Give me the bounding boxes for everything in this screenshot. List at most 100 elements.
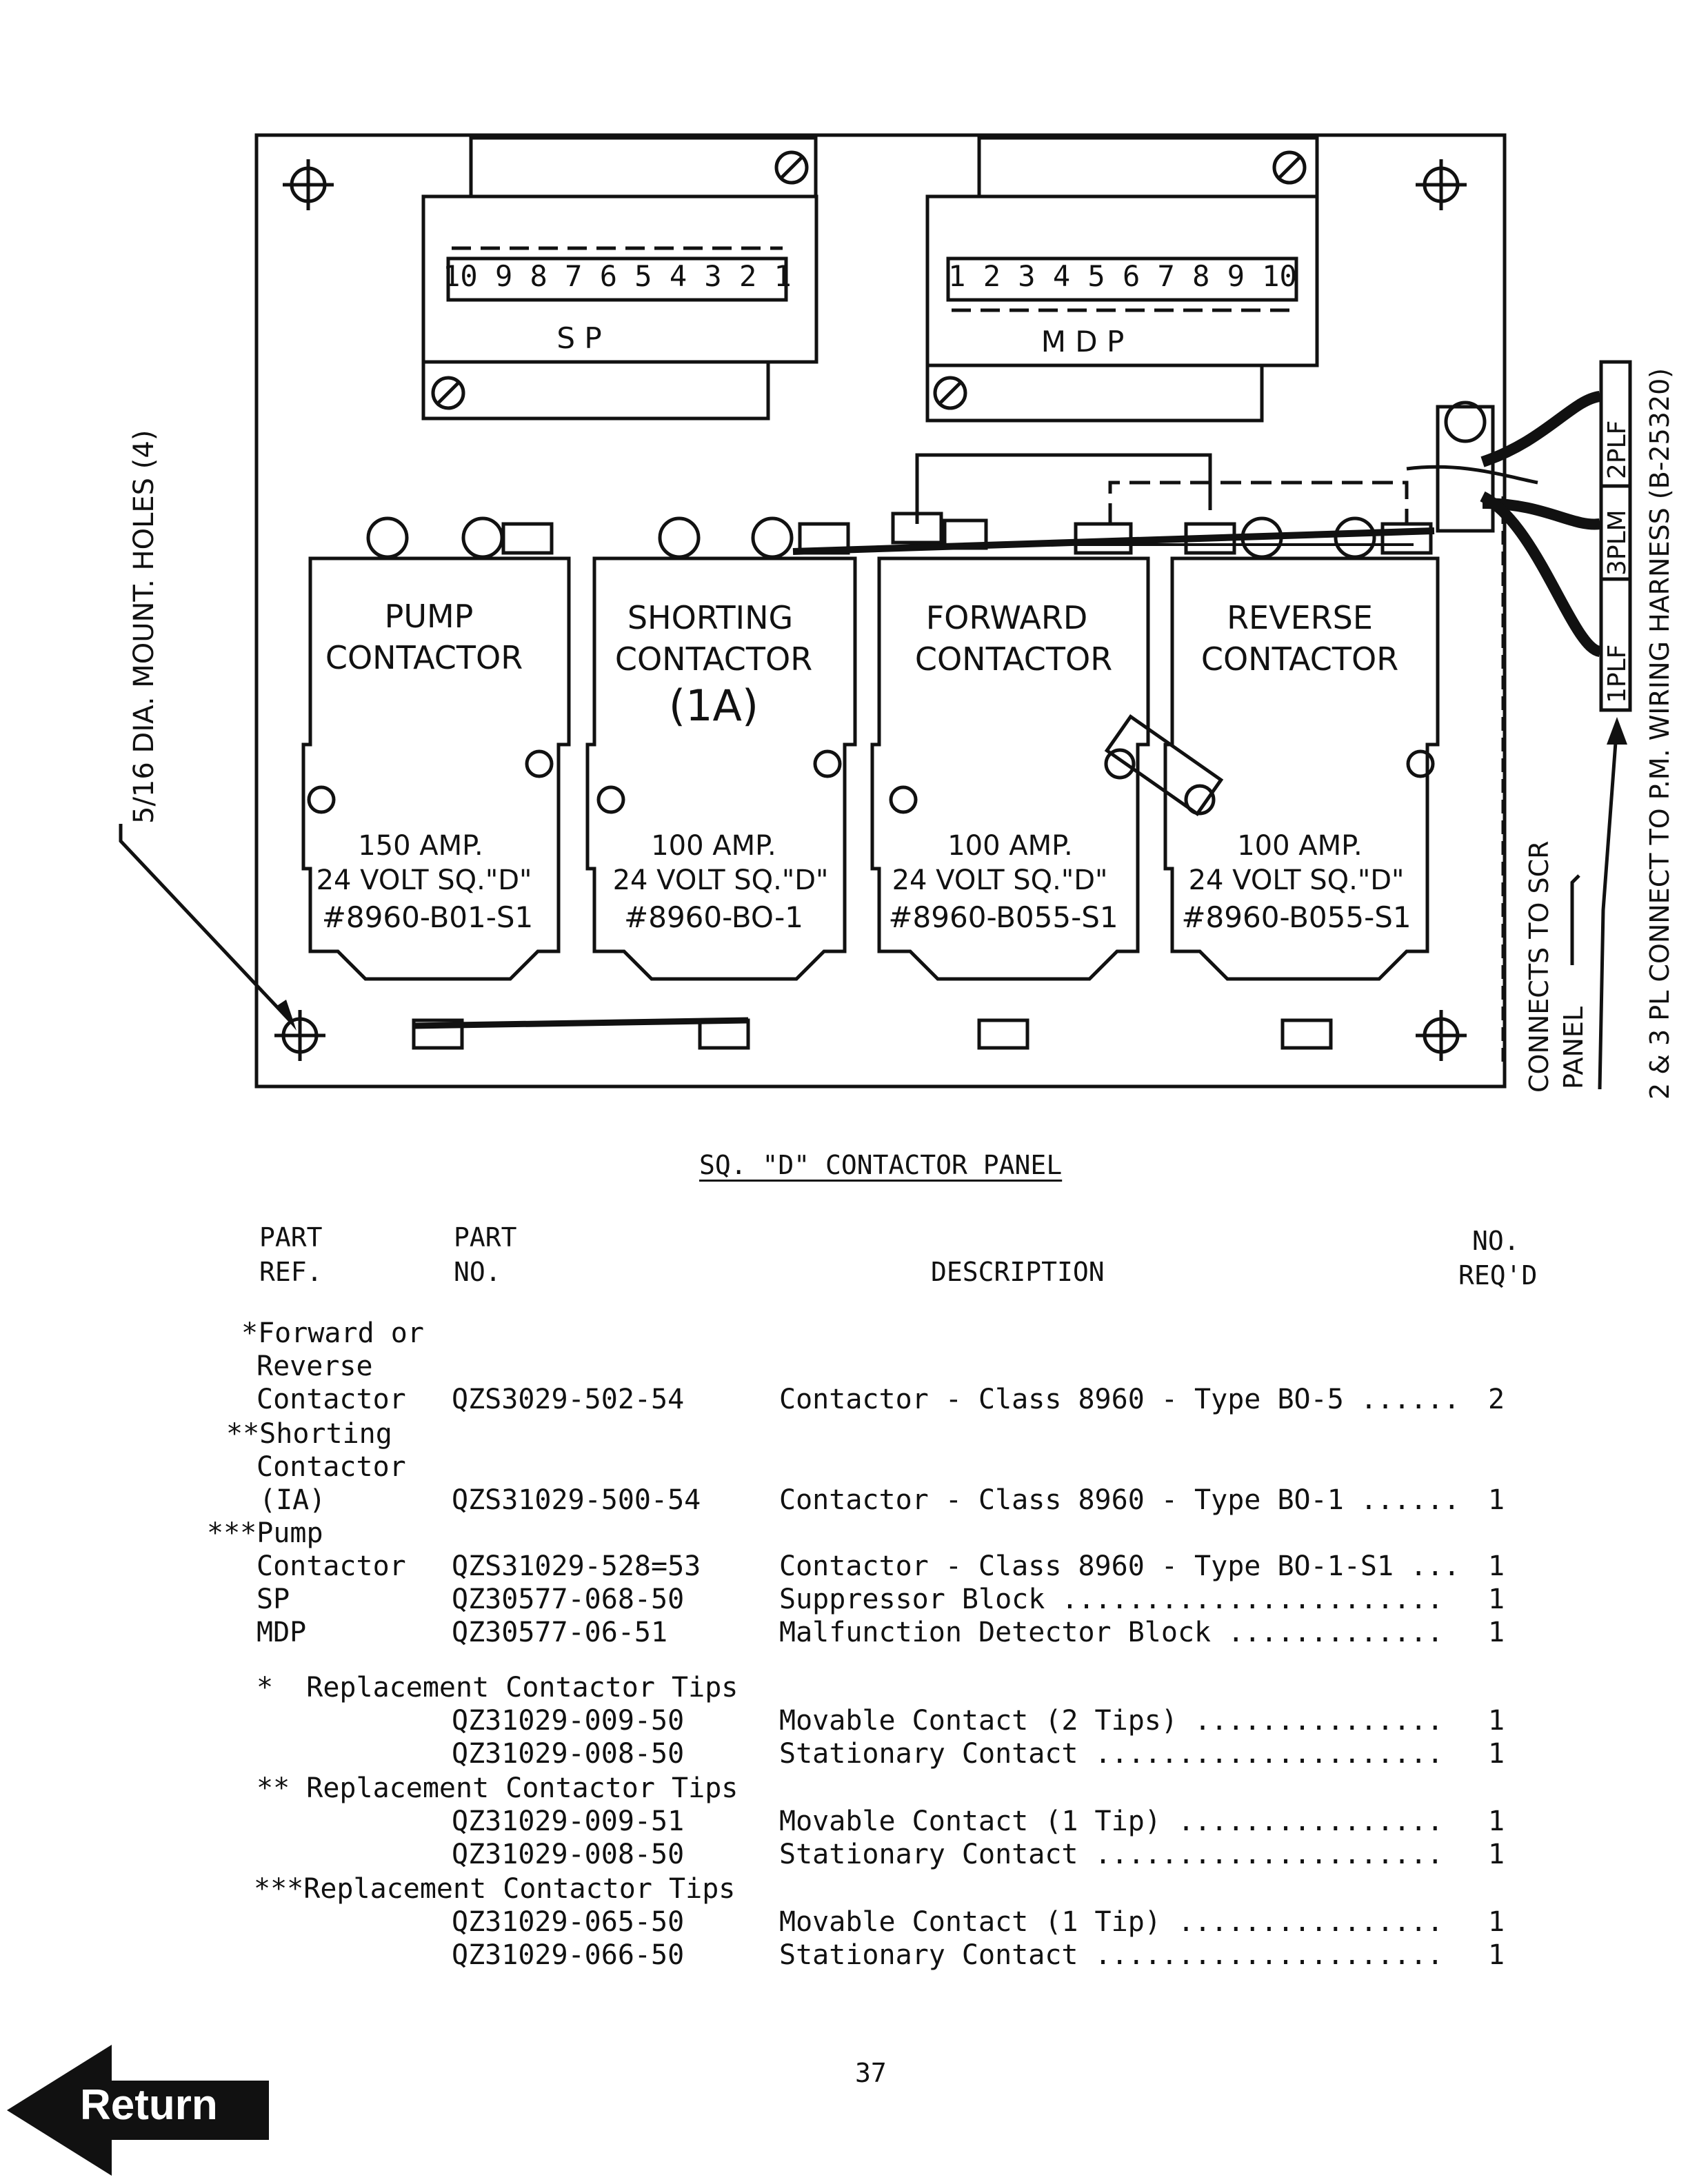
quantity-cell: 1 bbox=[1488, 1939, 1505, 1971]
pump-contactor-amp: 150 AMP. bbox=[358, 830, 483, 862]
return-arrow-icon bbox=[7, 2045, 269, 2176]
part-no-cell: QZ31029-009-50 bbox=[452, 1705, 685, 1737]
reverse-contactor-name-1: REVERSE bbox=[1227, 599, 1373, 636]
part-no-cell: QZS3029-502-54 bbox=[452, 1384, 685, 1415]
part-no-cell: QZ31029-009-51 bbox=[452, 1806, 685, 1837]
pump-contactor-volt: 24 VOLT SQ."D" bbox=[316, 865, 532, 896]
header-part-ref-line-1: PART bbox=[259, 1222, 323, 1253]
shorting-contactor-name-1: SHORTING bbox=[627, 599, 793, 636]
scr-note-line-1: CONNECTS TO SCR bbox=[1524, 840, 1554, 1093]
header-part-no-line-1: PART bbox=[454, 1222, 517, 1253]
contactor-panel-diagram: 10 9 8 7 6 5 4 3 2 1 S P 1 2 3 4 5 6 7 8… bbox=[119, 133, 1675, 1100]
panel-outline bbox=[254, 133, 1507, 1089]
description-cell: Stationary Contact ..................... bbox=[779, 1738, 1444, 1770]
reverse-contactor-name-2: CONTACTOR bbox=[1201, 640, 1398, 678]
forward-contactor-volt: 24 VOLT SQ."D" bbox=[892, 865, 1108, 896]
connector-box-2plf bbox=[1599, 360, 1632, 488]
forward-contactor-part: #8960-B055-S1 bbox=[888, 900, 1118, 934]
mount-holes-note: 5/16 DIA. MOUNT. HOLES (4) bbox=[128, 430, 160, 824]
contactor-outline-pump bbox=[301, 516, 571, 1050]
part-ref-cell: Contactor bbox=[257, 1451, 406, 1483]
header-description: DESCRIPTION bbox=[931, 1257, 1105, 1287]
part-no-cell: QZ31029-008-50 bbox=[452, 1839, 685, 1870]
part-ref-cell: MDP bbox=[257, 1617, 307, 1648]
part-ref-cell: **Shorting bbox=[226, 1418, 392, 1450]
return-button[interactable] bbox=[7, 2045, 269, 2176]
shorting-contactor-part: #8960-BO-1 bbox=[624, 900, 803, 934]
header-part-no-line-2: NO. bbox=[454, 1257, 501, 1287]
pump-contactor-name-2: CONTACTOR bbox=[325, 639, 523, 676]
part-no-cell: QZ30577-068-50 bbox=[452, 1584, 685, 1615]
part-ref-cell: *Forward or bbox=[241, 1317, 424, 1349]
quantity-cell: 1 bbox=[1488, 1617, 1505, 1648]
part-no-cell: QZS31029-528=53 bbox=[452, 1550, 701, 1582]
quantity-cell: 1 bbox=[1488, 1738, 1505, 1770]
scr-note-line-2: PANEL bbox=[1558, 1007, 1589, 1089]
quantity-cell: 1 bbox=[1488, 1705, 1505, 1737]
description-cell: Contactor - Class 8960 - Type BO-1-S1 ..… bbox=[779, 1550, 1460, 1582]
description-cell: Stationary Contact ..................... bbox=[779, 1839, 1444, 1870]
part-ref-cell: ***Replacement Contactor Tips bbox=[254, 1873, 736, 1905]
part-ref-cell: Contactor bbox=[257, 1384, 406, 1415]
description-cell: Contactor - Class 8960 - Type BO-1 .....… bbox=[779, 1484, 1460, 1516]
part-ref-cell: ** Replacement Contactor Tips bbox=[257, 1772, 738, 1804]
quantity-cell: 1 bbox=[1488, 1484, 1505, 1516]
mount-hole-top-left bbox=[283, 159, 334, 210]
connector-label-2plf: 2PLF bbox=[1603, 421, 1631, 479]
mount-hole-bottom-left bbox=[274, 1010, 325, 1061]
description-cell: Movable Contact (1 Tip) ................ bbox=[779, 1806, 1444, 1837]
quantity-cell: 1 bbox=[1488, 1806, 1505, 1837]
sp-block bbox=[421, 136, 818, 421]
header-part-ref-line-2: REF. bbox=[259, 1257, 323, 1287]
reverse-contactor-part: #8960-B055-S1 bbox=[1181, 900, 1411, 934]
quantity-cell: 2 bbox=[1488, 1384, 1505, 1415]
shorting-contactor-name-3: (1A) bbox=[669, 680, 758, 731]
shorting-contactor-amp: 100 AMP. bbox=[651, 830, 776, 862]
contactor-outline-reverse bbox=[1163, 516, 1440, 1050]
part-no-cell: QZ30577-06-51 bbox=[452, 1617, 668, 1648]
part-ref-cell: (IA) bbox=[259, 1484, 326, 1516]
description-cell: Contactor - Class 8960 - Type BO-5 .....… bbox=[779, 1384, 1460, 1415]
contactor-outline-shorting bbox=[585, 516, 857, 1050]
description-cell: Movable Contact (1 Tip) ................ bbox=[779, 1906, 1444, 1938]
description-cell: Movable Contact (2 Tips) ............... bbox=[779, 1705, 1444, 1737]
mount-hole-bottom-right bbox=[1416, 1010, 1467, 1061]
header-part-ref: PART REF. bbox=[259, 1220, 323, 1289]
figure-caption: SQ. "D" CONTACTOR PANEL bbox=[699, 1150, 1063, 1180]
contactor-outline-forward bbox=[870, 512, 1224, 1050]
mdp-block-label: M D P bbox=[1041, 325, 1125, 358]
part-ref-cell: SP bbox=[257, 1584, 290, 1615]
quantity-cell: 1 bbox=[1488, 1839, 1505, 1870]
description-cell: Suppressor Block ....................... bbox=[779, 1584, 1444, 1615]
part-no-cell: QZ31029-008-50 bbox=[452, 1738, 685, 1770]
connector-label-3plm: 3PLM bbox=[1603, 509, 1631, 576]
shorting-contactor-name-2: CONTACTOR bbox=[615, 640, 812, 678]
description-cell: Malfunction Detector Block ............. bbox=[779, 1617, 1444, 1648]
forward-contactor-name-1: FORWARD bbox=[926, 599, 1088, 636]
sp-block-label: S P bbox=[556, 321, 601, 355]
description-cell: Stationary Contact ..................... bbox=[779, 1939, 1444, 1971]
header-no-reqd-line-2: REQ'D bbox=[1458, 1260, 1538, 1291]
page-number: 37 bbox=[855, 2058, 887, 2088]
part-no-cell: QZ31029-066-50 bbox=[452, 1939, 685, 1971]
forward-contactor-amp: 100 AMP. bbox=[947, 830, 1073, 862]
reverse-contactor-amp: 100 AMP. bbox=[1237, 830, 1363, 862]
pump-contactor-name-1: PUMP bbox=[385, 598, 474, 635]
quantity-cell: 1 bbox=[1488, 1550, 1505, 1582]
header-part-no: PART NO. bbox=[454, 1220, 517, 1289]
mdp-block bbox=[925, 136, 1319, 423]
connector-label-1plf: 1PLF bbox=[1603, 645, 1631, 703]
harness-note: 2 & 3 PL CONNECT TO P.M. WIRING HARNESS … bbox=[1645, 368, 1675, 1100]
header-no-reqd: NO.REQ'D bbox=[1458, 1224, 1537, 1293]
mdp-terminal-numbers: 1 2 3 4 5 6 7 8 9 10 bbox=[948, 259, 1297, 293]
part-no-cell: QZ31029-065-50 bbox=[452, 1906, 685, 1938]
shorting-contactor-volt: 24 VOLT SQ."D" bbox=[613, 865, 829, 896]
part-no-cell: QZS31029-500-54 bbox=[452, 1484, 701, 1516]
mount-hole-top-right bbox=[1416, 159, 1467, 210]
quantity-cell: 1 bbox=[1488, 1906, 1505, 1938]
part-ref-cell: Contactor bbox=[257, 1550, 406, 1582]
part-ref-cell: Reverse bbox=[257, 1351, 373, 1382]
part-ref-cell: * Replacement Contactor Tips bbox=[257, 1672, 738, 1703]
forward-contactor-name-2: CONTACTOR bbox=[915, 640, 1112, 678]
reverse-contactor-volt: 24 VOLT SQ."D" bbox=[1189, 865, 1405, 896]
